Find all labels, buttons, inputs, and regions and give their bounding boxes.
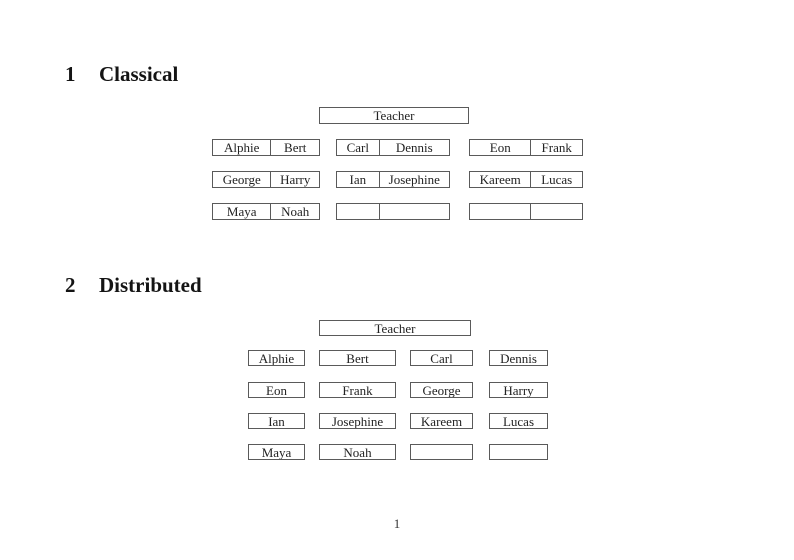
section-number: 1 [65,62,76,86]
distributed-seat-r1c2: Bert [319,350,396,366]
distributed-seat-r4c4-empty [489,444,548,460]
classical-desk-r1c1: Alphie Bert [212,139,320,156]
distributed-seat-r1c3: Carl [410,350,473,366]
classical-desk-r3c3-empty [469,203,583,220]
desk-seat-right: Dennis [395,140,433,155]
classical-desk-r3c2-empty [336,203,450,220]
distributed-seat-r1c1: Alphie [248,350,305,366]
desk-seat-right: Bert [284,140,307,155]
distributed-seat-r1c4: Dennis [489,350,548,366]
classical-desk-r1c3: Eon Frank [469,139,583,156]
distributed-seat-r2c2: Frank [319,382,396,398]
section-title: Distributed [99,273,202,297]
desk-seat-left: Eon [470,140,532,155]
teacher-label: Teacher [374,320,416,336]
distributed-seat-r4c2: Noah [319,444,396,460]
desk-seat-left: Alphie [213,140,272,155]
teacher-label: Teacher [373,108,415,123]
classical-desk-r2c3: Kareem Lucas [469,171,583,188]
section-title: Classical [99,62,179,86]
desk-seat-left: Kareem [470,172,532,187]
desk-seat-right: Harry [280,172,311,187]
teacher-box-distributed: Teacher [319,320,471,336]
classical-desk-r3c1: Maya Noah [212,203,320,220]
distributed-seat-r4c3-empty [410,444,473,460]
classical-desk-r2c1: George Harry [212,171,320,188]
page-number: 1 [393,516,401,531]
desk-seat-right: Josephine [388,172,440,187]
distributed-seat-r3c1: Ian [248,413,305,429]
section-heading-distributed: 2 Distributed [65,275,202,296]
distributed-seat-r4c1: Maya [248,444,305,460]
desk-seat-left: Carl [337,140,380,155]
distributed-seat-r2c1: Eon [248,382,305,398]
classical-desk-r1c2: Carl Dennis [336,139,450,156]
desk-seat-left [470,204,532,219]
teacher-box-classical: Teacher [319,107,469,124]
section-heading-classical: 1 Classical [65,64,178,85]
desk-seat-left: Ian [337,172,380,187]
desk-seat-right: Noah [281,204,310,219]
section-number: 2 [65,273,76,297]
desk-seat-left [337,204,380,219]
classical-desk-r2c2: Ian Josephine [336,171,450,188]
distributed-seat-r3c2: Josephine [319,413,396,429]
distributed-seat-r3c4: Lucas [489,413,548,429]
desk-seat-right: Lucas [541,172,573,187]
distributed-seat-r2c3: George [410,382,473,398]
desk-seat-right: Frank [541,140,572,155]
distributed-seat-r3c3: Kareem [410,413,473,429]
desk-seat-left: George [213,172,272,187]
distributed-seat-r2c4: Harry [489,382,548,398]
desk-seat-right [531,204,582,219]
desk-seat-left: Maya [213,204,272,219]
desk-seat-right [380,204,449,219]
